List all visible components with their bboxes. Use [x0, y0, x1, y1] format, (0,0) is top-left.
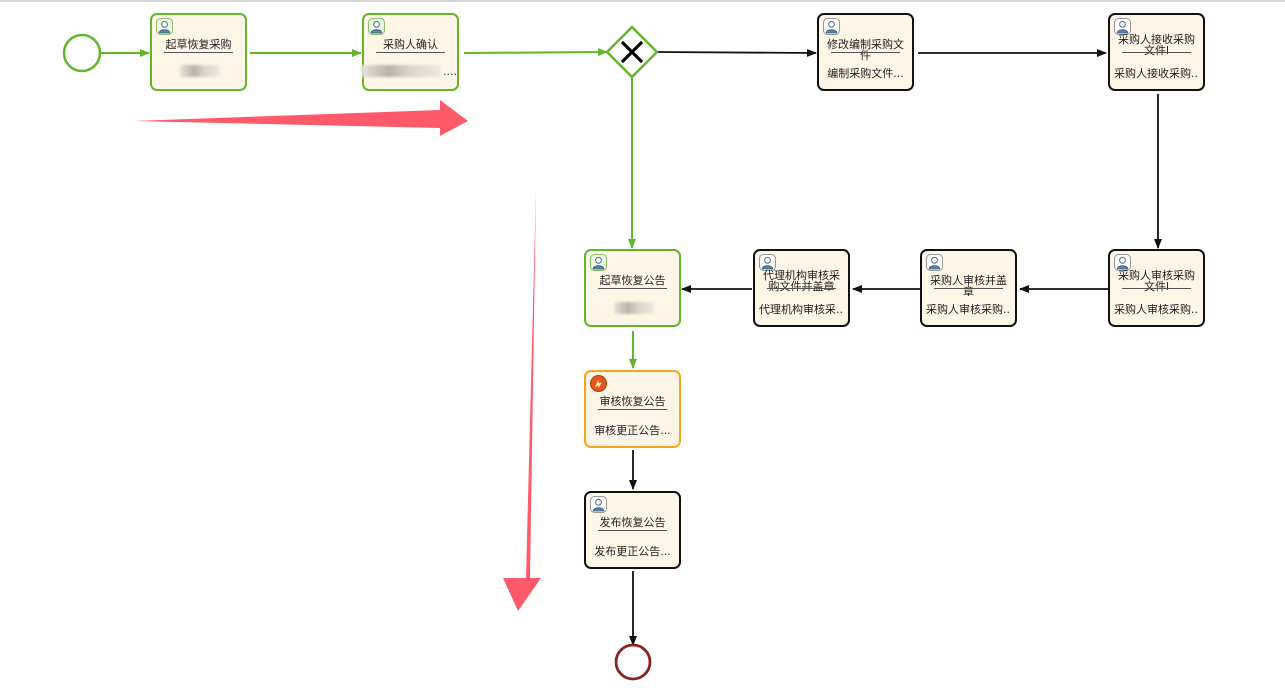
task-review-resume-notice[interactable]: 审核恢复公告 审核更正公告...	[584, 370, 681, 448]
title-underline	[1122, 288, 1191, 289]
task-description: 审核更正公告...	[594, 425, 671, 437]
task-draft-resume-notice[interactable]: 起草恢复公告	[584, 249, 681, 327]
user-icon	[590, 496, 607, 513]
task-purchaser-receive-doc[interactable]: 采购人接收采购文件l 采购人接收采购...	[1108, 13, 1205, 91]
task-start-resume-procurement[interactable]: 起草恢复采购	[150, 13, 247, 91]
task-title: 修改编制采购文件	[827, 38, 904, 62]
user-icon	[590, 254, 607, 271]
task-title: 采购人审核采购文件l	[1118, 269, 1195, 293]
user-icon	[823, 18, 840, 35]
task-title: 起草恢复采购	[165, 38, 232, 51]
title-underline	[831, 52, 900, 53]
title-underline	[376, 52, 445, 53]
start-event[interactable]	[62, 33, 102, 73]
script-task-icon	[590, 375, 607, 392]
task-purchaser-confirm[interactable]: 采购人确认 ....	[361, 13, 459, 91]
task-title: 审核恢复公告	[599, 395, 666, 408]
annotation-arrow-right	[134, 100, 468, 136]
redacted-text	[614, 302, 654, 314]
redacted-ellipsis: ....	[443, 65, 457, 78]
task-purchaser-review-doc[interactable]: 采购人审核采购文件l 采购人审核采购...	[1108, 249, 1205, 327]
annotation-arrow-down	[503, 188, 541, 611]
user-icon	[368, 18, 385, 35]
window-top-border	[0, 0, 1285, 2]
task-title: 采购人确认	[383, 38, 438, 51]
title-underline	[598, 530, 667, 531]
flow-confirm-to-gateway	[463, 48, 608, 57]
user-icon	[759, 254, 776, 271]
task-title: 采购人审核并盖章	[930, 274, 1007, 298]
task-description: 编制采购文件...	[827, 68, 904, 80]
task-description: 采购人审核采购...	[926, 304, 1011, 316]
task-title: 发布恢复公告	[599, 516, 666, 529]
title-underline	[767, 288, 836, 289]
redacted-text	[180, 65, 220, 77]
flow-gateway-to-modify	[656, 48, 817, 57]
title-underline	[598, 409, 667, 410]
user-icon	[1114, 254, 1131, 271]
x-icon	[620, 40, 644, 64]
title-underline	[164, 52, 233, 53]
task-modify-procurement-doc[interactable]: 修改编制采购文件 编制采购文件...	[817, 13, 914, 91]
task-description: 采购人接收采购...	[1114, 68, 1199, 80]
task-title: 采购人接收采购文件l	[1118, 33, 1195, 57]
redacted-text	[361, 65, 441, 77]
title-underline	[598, 288, 667, 289]
title-underline	[934, 288, 1003, 289]
user-icon	[1114, 18, 1131, 35]
user-icon	[156, 18, 173, 35]
task-publish-resume-notice[interactable]: 发布恢复公告 发布更正公告...	[584, 491, 681, 569]
task-description: 采购人审核采购...	[1114, 304, 1199, 316]
task-description: 发布更正公告...	[594, 546, 671, 558]
task-title: 代理机构审核采购文件并盖章	[763, 269, 840, 293]
task-description: 代理机构审核采...	[759, 304, 844, 316]
task-agency-review-seal[interactable]: 代理机构审核采购文件并盖章 代理机构审核采...	[753, 249, 850, 327]
exclusive-gateway[interactable]	[605, 25, 659, 79]
task-title: 起草恢复公告	[599, 274, 666, 287]
title-underline	[1122, 52, 1191, 53]
end-event[interactable]	[614, 643, 652, 681]
user-icon	[926, 254, 943, 271]
task-purchaser-review-seal[interactable]: 采购人审核并盖章 采购人审核采购...	[920, 249, 1017, 327]
